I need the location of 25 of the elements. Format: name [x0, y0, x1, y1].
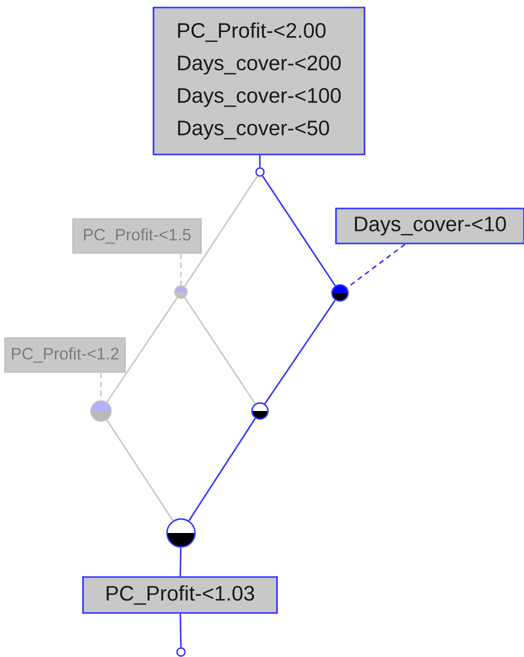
lattice-line [264, 300, 336, 404]
concept-label-box: PC_Profit-<1.2 [4, 337, 126, 373]
lattice-node-circle [166, 518, 196, 548]
leader-line [100, 372, 102, 400]
lattice-node-circle [331, 284, 349, 302]
lattice-line [106, 297, 178, 403]
concept-label-box: PC_Profit-<2.00 Days_cover-<200 Days_cover-<100 Days_cover-<50 [152, 6, 366, 156]
lattice-line [262, 176, 336, 286]
lattice-line [180, 614, 182, 648]
lattice-node-circle [174, 285, 188, 299]
lattice-line [106, 420, 174, 522]
lattice-line [180, 548, 182, 576]
lattice-line [184, 176, 258, 287]
lattice-node-circle [90, 400, 112, 422]
concept-label-box: Days_cover-<10 [335, 208, 524, 244]
lattice-line [259, 155, 261, 168]
lattice-node-circle [251, 402, 269, 420]
lattice-node-circle [176, 647, 186, 657]
lattice-node-circle [255, 167, 265, 177]
concept-label-box: PC_Profit-<1.5 [72, 218, 202, 254]
leader-line [180, 254, 182, 286]
concept-label-box: PC_Profit-<1.03 [82, 576, 278, 614]
lattice-line [184, 297, 256, 404]
leader-line [346, 244, 406, 288]
lattice-line [188, 418, 256, 522]
